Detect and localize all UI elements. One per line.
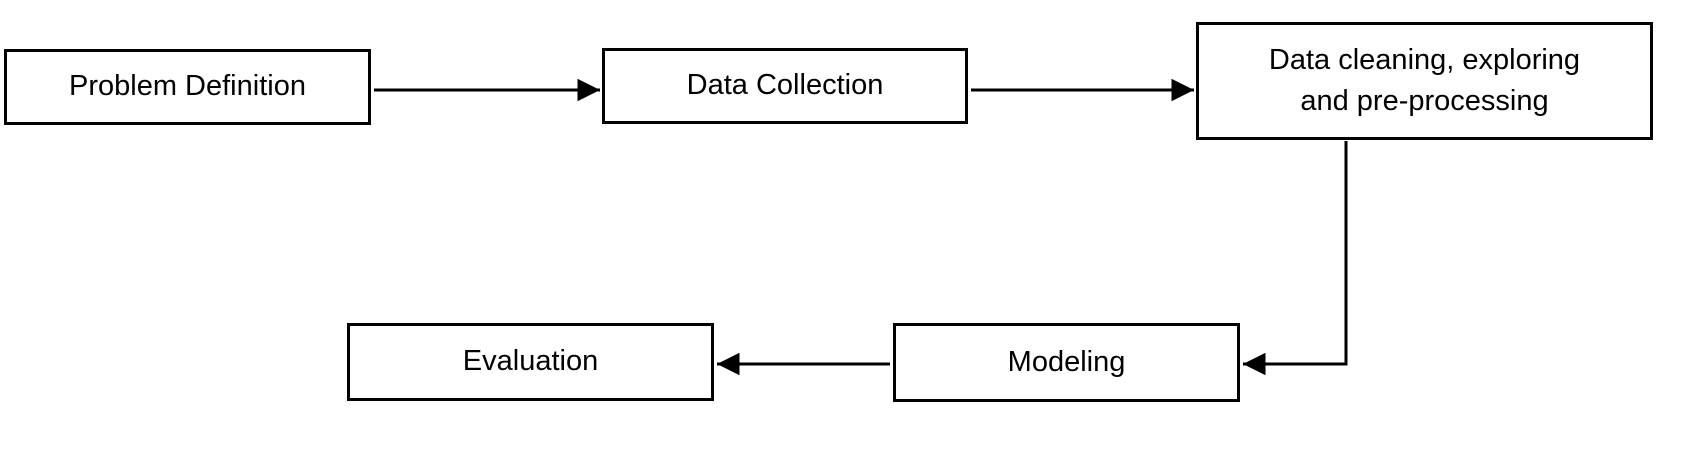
node-data-collection: Data Collection <box>602 48 968 124</box>
node-problem-definition-label: Problem Definition <box>69 70 306 103</box>
arrow-data-cleaning-to-modeling <box>1243 141 1348 376</box>
node-data-cleaning: Data cleaning, exploring and pre-process… <box>1196 22 1653 140</box>
node-data-collection-label: Data Collection <box>686 69 884 102</box>
node-data-cleaning-label-line2: and pre-processing <box>1300 85 1549 117</box>
node-modeling-label: Modeling <box>1007 345 1126 378</box>
node-problem-definition: Problem Definition <box>4 49 371 125</box>
node-data-cleaning-label-line1: Data cleaning, exploring <box>1268 43 1581 76</box>
node-modeling: Modeling <box>893 323 1240 402</box>
node-evaluation: Evaluation <box>347 323 714 401</box>
node-evaluation-label: Evaluation <box>462 345 599 378</box>
